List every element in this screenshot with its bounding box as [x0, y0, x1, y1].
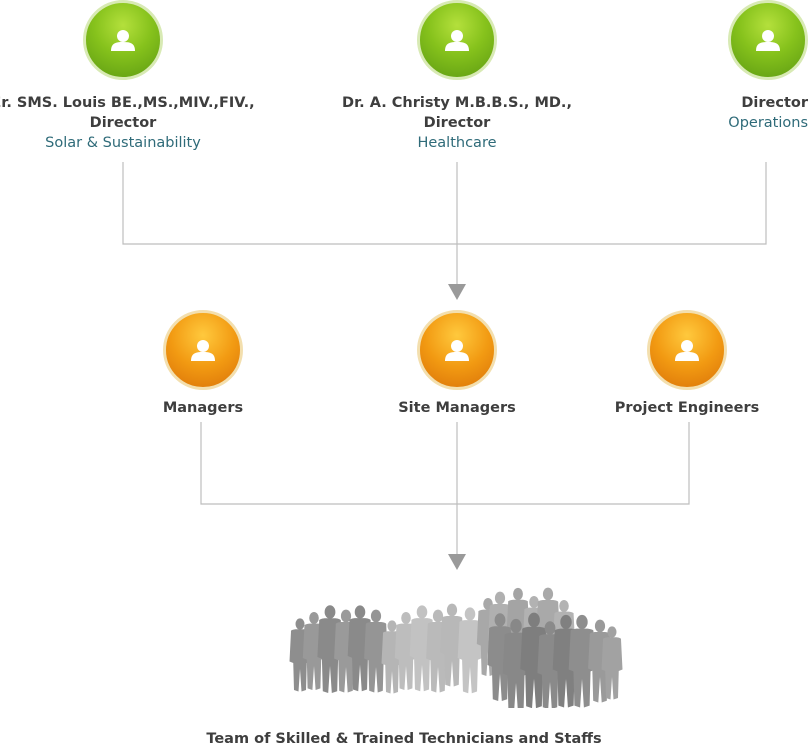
- director-title: Director: [423, 115, 491, 131]
- director-name: Er. SMS. Louis BE.,MS.,MIV.,FIV.,: [0, 95, 255, 111]
- avatar: [417, 0, 497, 80]
- avatar: [728, 0, 808, 80]
- manager-name: Managers: [162, 400, 244, 416]
- director-node-1: Er. SMS. Louis BE.,MS.,MIV.,FIV., Direct…: [0, 0, 273, 153]
- manager-node-2: Site Managers: [307, 310, 607, 418]
- person-icon: [675, 340, 699, 361]
- avatar: [647, 310, 727, 390]
- person-icon: [756, 30, 780, 51]
- person-silhouette: [364, 609, 388, 693]
- manager-node-3: Project Engineers: [537, 310, 808, 418]
- manager-connector: [200, 422, 690, 505]
- avatar: [83, 0, 163, 80]
- director-dept: Solar & Sustainability: [45, 135, 201, 151]
- crowd-silhouette-icon: [289, 587, 623, 708]
- person-icon: [445, 340, 469, 361]
- director-node-2: Dr. A. Christy M.B.B.S., MD., Director H…: [307, 0, 607, 153]
- manager-node-1: Managers: [53, 310, 353, 418]
- person-silhouette: [568, 614, 596, 708]
- avatar: [417, 310, 497, 390]
- person-silhouette: [601, 626, 623, 700]
- director-connector: [122, 162, 767, 245]
- team-label: Team of Skilled & Trained Technicians an…: [206, 731, 602, 747]
- director-node-3: Director Operations: [508, 0, 808, 133]
- avatar: [163, 310, 243, 390]
- arrow-down-icon: [448, 284, 466, 300]
- director-title: Director: [89, 115, 157, 131]
- director-name: Dr. A. Christy M.B.B.S., MD.,: [342, 95, 572, 111]
- manager-name: Project Engineers: [614, 400, 760, 416]
- person-icon: [111, 30, 135, 51]
- director-name: Director: [741, 95, 808, 111]
- person-icon: [191, 340, 215, 361]
- arrow-down-icon: [448, 554, 466, 570]
- person-icon: [445, 30, 469, 51]
- person-silhouette: [440, 603, 464, 687]
- director-dept: Healthcare: [417, 135, 497, 151]
- manager-name: Site Managers: [398, 400, 516, 416]
- director-dept: Operations: [728, 115, 808, 131]
- person-silhouette: [457, 607, 483, 694]
